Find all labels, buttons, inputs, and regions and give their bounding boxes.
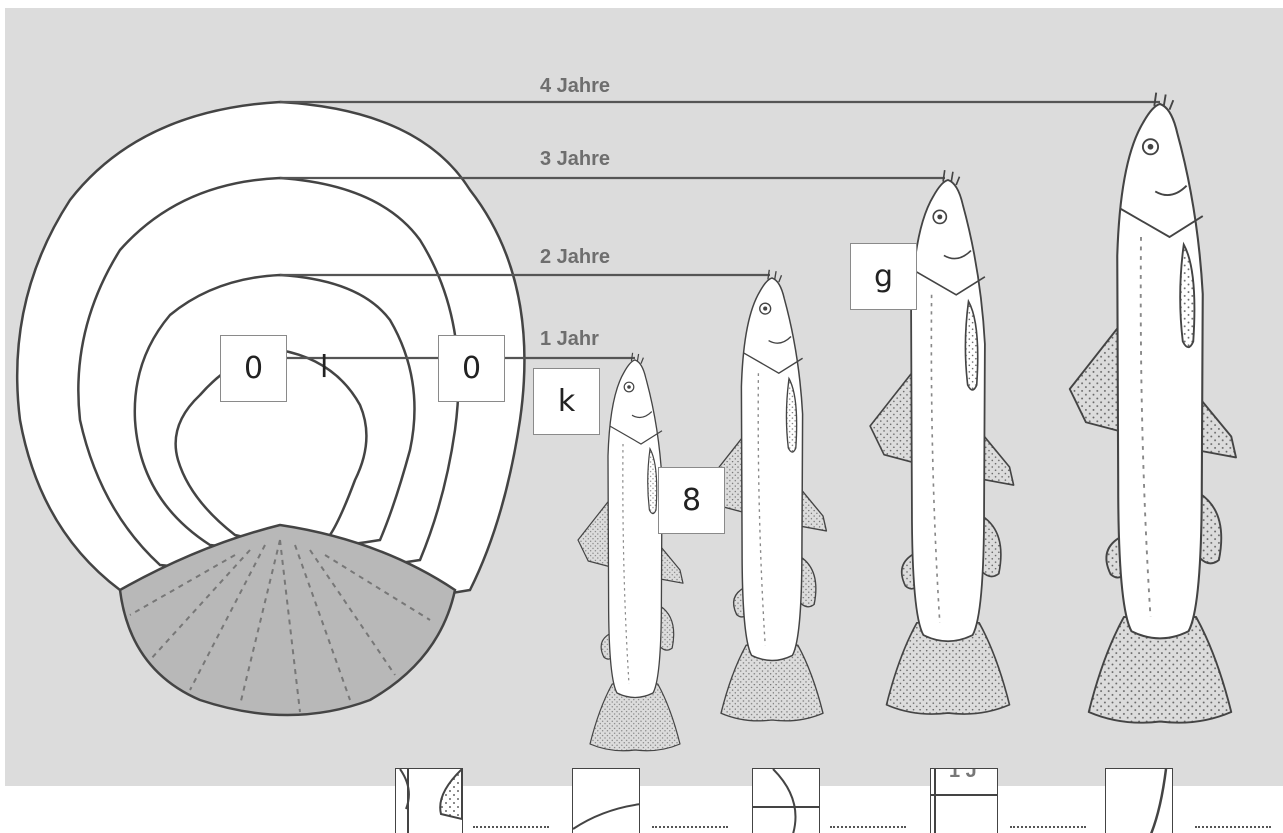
answer-blank[interactable] xyxy=(830,826,906,831)
curve-crop-icon[interactable] xyxy=(1105,768,1173,833)
year-label-2: 2 Jahre xyxy=(540,246,610,268)
line-crop-icon[interactable] xyxy=(572,768,640,833)
fish-scale xyxy=(17,102,524,715)
answer-box[interactable]: g xyxy=(850,243,917,310)
fish-4-years xyxy=(1070,93,1236,723)
answer-blank[interactable] xyxy=(1195,826,1271,831)
answer-box[interactable]: 8 xyxy=(658,467,725,534)
answer-box[interactable]: 0 xyxy=(438,335,505,402)
label-crop-icon[interactable]: 1 J xyxy=(930,768,998,833)
answer-box[interactable]: k xyxy=(533,368,600,435)
year-label-3: 3 Jahre xyxy=(540,148,610,170)
answer-blank[interactable] xyxy=(652,826,728,831)
year-label-1: 1 Jahr xyxy=(540,328,599,350)
fin-crop-icon[interactable] xyxy=(395,768,463,833)
answer-blank[interactable] xyxy=(473,826,549,831)
answer-blank[interactable] xyxy=(1010,826,1086,831)
fish-2-years xyxy=(707,270,826,721)
answer-box[interactable]: 0 xyxy=(220,335,287,402)
ring-crop-icon[interactable] xyxy=(752,768,820,833)
thumb-label: 1 J xyxy=(949,769,977,782)
year-label-4: 4 Jahre xyxy=(540,75,610,97)
stray-mark: l xyxy=(320,350,328,385)
